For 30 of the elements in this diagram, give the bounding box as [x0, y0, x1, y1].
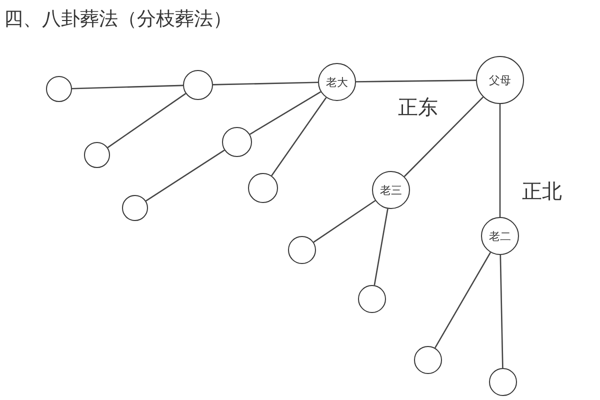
connector-line	[107, 93, 186, 148]
connector-line	[212, 82, 318, 86]
connector-line	[356, 80, 476, 82]
circle-node: 老大	[318, 63, 356, 101]
circle-node	[414, 346, 442, 374]
connector-line	[271, 97, 327, 176]
circle-node	[248, 173, 278, 203]
connector-line	[313, 200, 376, 243]
circle-node	[222, 127, 252, 157]
connector-line	[146, 150, 225, 202]
circle-node	[288, 236, 316, 264]
connector-line	[72, 84, 184, 90]
connector-line	[374, 208, 388, 286]
connector-line	[499, 104, 501, 217]
circle-node	[122, 195, 148, 221]
circle-node	[46, 76, 72, 102]
circle-node: 老二	[481, 217, 519, 255]
direction-label: 正北	[522, 178, 562, 205]
connector-line	[404, 96, 484, 177]
circle-node	[358, 285, 386, 313]
circle-node	[489, 368, 517, 396]
circle-node	[183, 70, 213, 100]
connector-line	[434, 252, 492, 348]
title: 四、八卦葬法（分枝葬法）	[4, 7, 232, 32]
circle-node	[84, 142, 110, 168]
circle-node: 老三	[372, 171, 410, 209]
direction-label: 正东	[398, 94, 438, 121]
connector-line	[500, 254, 504, 368]
circle-node: 父母	[476, 56, 524, 104]
connector-line	[250, 91, 322, 135]
